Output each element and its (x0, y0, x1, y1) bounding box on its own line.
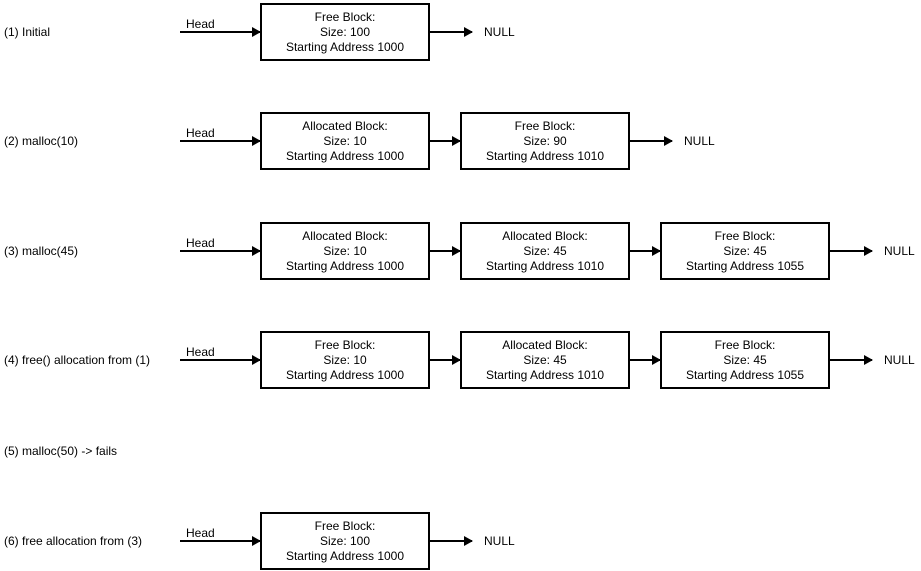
block-address: Starting Address 1000 (285, 548, 405, 563)
block-address: Starting Address 1010 (485, 367, 605, 382)
null-label: NULL (484, 25, 515, 39)
head-pointer: Head (180, 112, 261, 146)
head-label: Head (186, 345, 215, 359)
block-size: Size: 10 (323, 352, 367, 367)
null-pointer-arrow (430, 27, 473, 37)
block-address: Starting Address 1000 (285, 367, 405, 382)
block-size: Size: 90 (523, 133, 567, 148)
next-pointer-arrow (430, 246, 461, 256)
arrowhead-icon (252, 536, 261, 546)
block-title: Allocated Block: (302, 228, 388, 243)
arrowhead-icon (452, 136, 461, 146)
null-pointer-arrow (830, 246, 873, 256)
head-label: Head (186, 526, 215, 540)
next-pointer-arrow (430, 136, 461, 146)
null-pointer-arrow (630, 136, 673, 146)
arrowhead-icon (864, 355, 873, 365)
block-title: Free Block: (314, 518, 376, 533)
arrowhead-icon (252, 246, 261, 256)
null-label: NULL (884, 244, 915, 258)
step-label: (1) Initial (4, 25, 51, 39)
arrowhead-icon (452, 246, 461, 256)
null-pointer-arrow (830, 355, 873, 365)
step-label: (3) malloc(45) (4, 244, 79, 258)
step-label: (6) free allocation from (3) (4, 534, 143, 548)
block-address: Starting Address 1055 (685, 258, 805, 273)
null-pointer-arrow (430, 536, 473, 546)
arrowhead-icon (452, 355, 461, 365)
block-size: Size: 45 (523, 243, 567, 258)
arrowhead-icon (252, 136, 261, 146)
step-label: (2) malloc(10) (4, 134, 79, 148)
block-title: Allocated Block: (502, 228, 588, 243)
block-title: Allocated Block: (502, 337, 588, 352)
head-arrow-line (180, 540, 260, 542)
arrowhead-icon (464, 536, 473, 546)
null-label: NULL (484, 534, 515, 548)
diagram-row: (5) malloc(50) -> fails (0, 422, 921, 480)
block-title: Free Block: (714, 228, 776, 243)
block-title: Free Block: (314, 337, 376, 352)
block-size: Size: 10 (323, 133, 367, 148)
head-label: Head (186, 236, 215, 250)
head-pointer: Head (180, 331, 261, 365)
head-label: Head (186, 17, 215, 31)
head-arrow-line (180, 140, 260, 142)
head-arrow-line (180, 31, 260, 33)
null-label: NULL (884, 353, 915, 367)
block-address: Starting Address 1000 (285, 148, 405, 163)
head-arrow-line (180, 250, 260, 252)
arrowhead-icon (652, 246, 661, 256)
next-pointer-arrow (430, 355, 461, 365)
arrowhead-icon (864, 246, 873, 256)
block-address: Starting Address 1000 (285, 39, 405, 54)
block-title: Allocated Block: (302, 118, 388, 133)
step-label: (4) free() allocation from (1) (4, 353, 151, 367)
head-pointer: Head (180, 222, 261, 256)
block-size: Size: 45 (723, 243, 767, 258)
block-size: Size: 10 (323, 243, 367, 258)
block-size: Size: 100 (319, 24, 371, 39)
block-title: Free Block: (314, 9, 376, 24)
block-address: Starting Address 1010 (485, 258, 605, 273)
arrowhead-icon (464, 27, 473, 37)
null-label: NULL (684, 134, 715, 148)
block-size: Size: 45 (523, 352, 567, 367)
block-address: Starting Address 1055 (685, 367, 805, 382)
head-pointer: Head (180, 512, 261, 546)
block-size: Size: 100 (319, 533, 371, 548)
arrowhead-icon (252, 27, 261, 37)
arrowhead-icon (664, 136, 673, 146)
head-pointer: Head (180, 3, 261, 37)
head-arrow-line (180, 359, 260, 361)
diagram-row: (6) free allocation from (3) Head Free Blo… (0, 512, 921, 570)
block-title: Free Block: (514, 118, 576, 133)
block-size: Size: 45 (723, 352, 767, 367)
block-address: Starting Address 1000 (285, 258, 405, 273)
arrowhead-icon (652, 355, 661, 365)
step-label: (5) malloc(50) -> fails (4, 444, 118, 458)
diagram-row: (4) free() allocation from (1) Head Free B… (0, 331, 921, 389)
next-pointer-arrow (630, 246, 661, 256)
block-address: Starting Address 1010 (485, 148, 605, 163)
block-title: Free Block: (714, 337, 776, 352)
arrowhead-icon (252, 355, 261, 365)
next-pointer-arrow (630, 355, 661, 365)
head-label: Head (186, 126, 215, 140)
